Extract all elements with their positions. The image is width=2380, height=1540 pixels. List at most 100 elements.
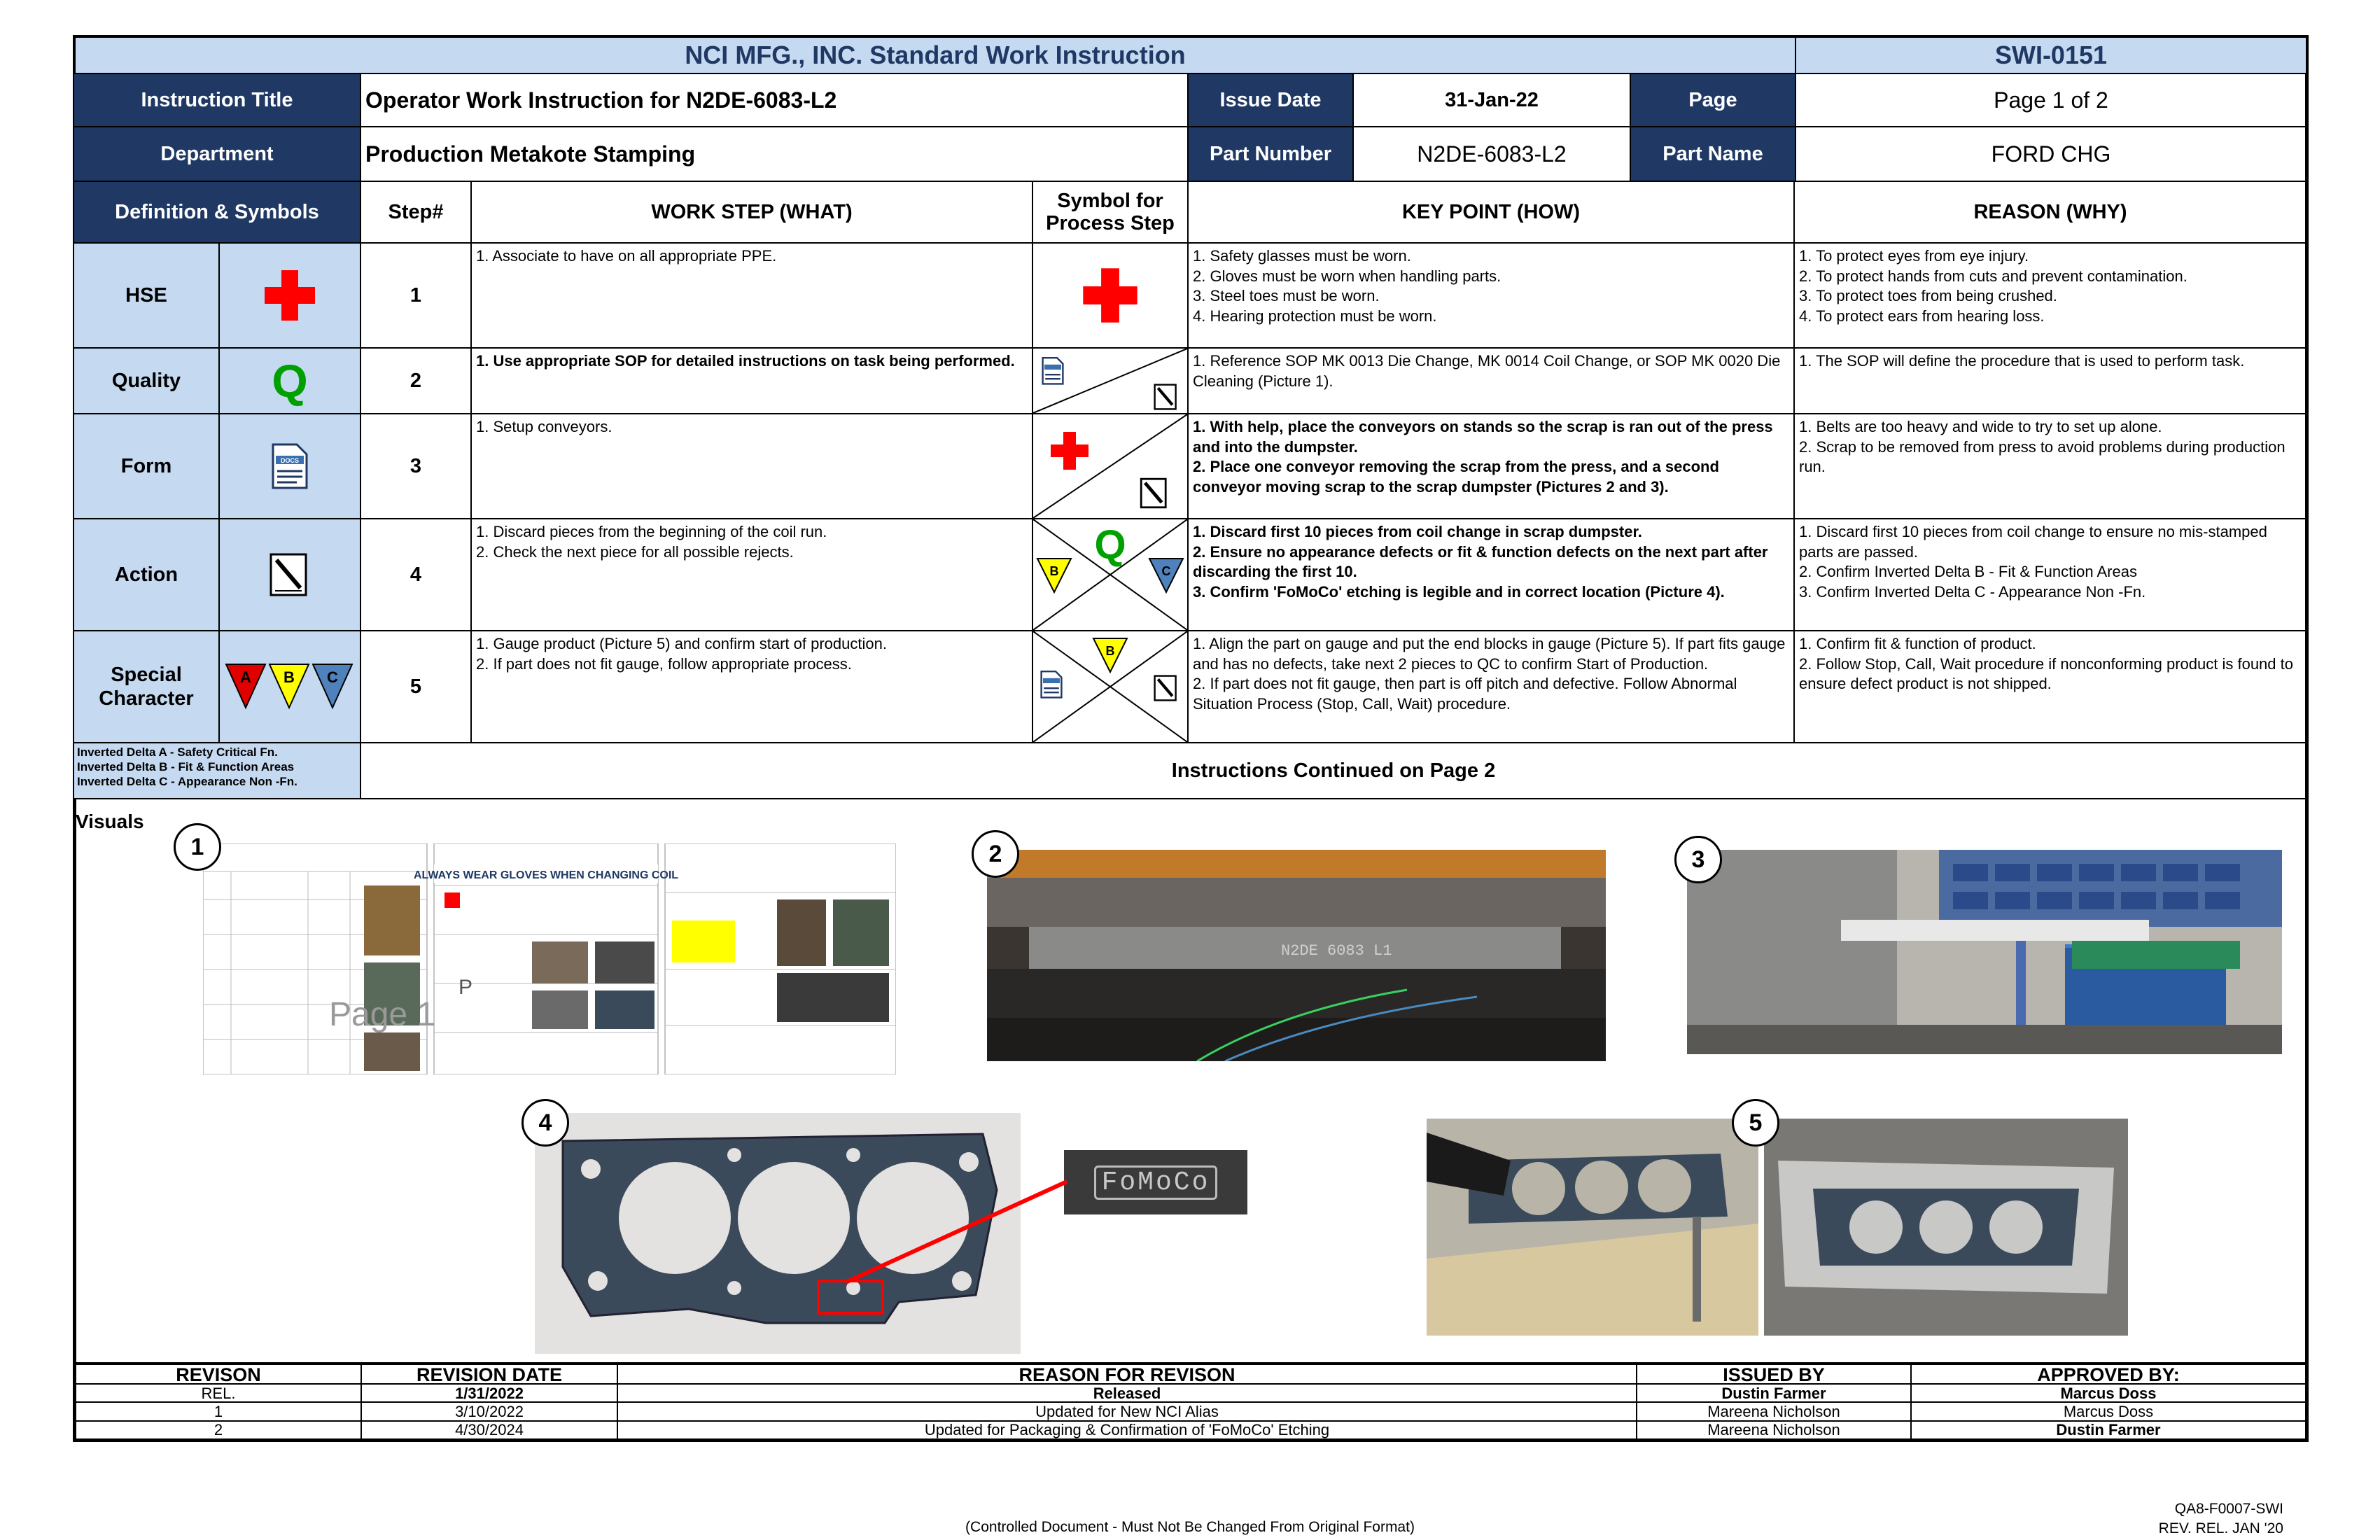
hse-action-split-icon — [1033, 414, 1187, 518]
step-number: 1 — [360, 242, 472, 349]
docs-delta-action-split-icon: B — [1033, 631, 1187, 742]
picture-5-gauge-a — [1427, 1119, 1758, 1336]
reason-text: 1. Belts are too heavy and wide to try t… — [1793, 413, 2309, 519]
step-symbol: B — [1032, 630, 1189, 743]
department: Production Metakote Stamping — [360, 126, 1189, 182]
issued-by-cell: Mareena Nicholson — [1637, 1403, 1912, 1421]
revision-release: REV. REL. JAN '20 — [2158, 1520, 2283, 1536]
step-number: 2 — [360, 347, 472, 414]
step-number: 4 — [360, 518, 472, 631]
instruction-title-label: Instruction Title — [73, 73, 361, 127]
callout-arrow — [844, 1180, 1068, 1284]
issue-date-label: Issue Date — [1187, 73, 1354, 127]
step-symbol — [1032, 413, 1189, 519]
svg-text:Q: Q — [1094, 522, 1126, 568]
docs-file-icon: DOCS — [272, 443, 308, 489]
page-number: Page 1 of 2 — [1795, 73, 2309, 127]
issued-by-cell: Mareena Nicholson — [1637, 1421, 1912, 1438]
svg-text:B: B — [1106, 644, 1115, 658]
red-cross-icon — [265, 270, 315, 321]
work-step-text: 1. Use appropriate SOP for detailed inst… — [470, 347, 1033, 414]
svg-text:DOCS: DOCS — [281, 457, 299, 464]
picture-2-badge: 2 — [972, 830, 1019, 878]
quality-q-icon: Q — [272, 355, 308, 407]
part-name-label: Part Name — [1630, 126, 1796, 182]
picture-3-conveyor — [1687, 850, 2282, 1054]
reason-text: 1. Discard first 10 pieces from coil cha… — [1793, 518, 2309, 631]
picture-4-fomoco-etch: FoMoCo — [1064, 1150, 1247, 1214]
reason-header: REASON (WHY) — [1793, 181, 2309, 244]
legend: Inverted Delta A - Safety Critical Fn. I… — [73, 742, 361, 799]
svg-text:Page 1: Page 1 — [329, 996, 435, 1033]
picture-5-gauge-b — [1764, 1119, 2128, 1336]
work-step-header: WORK STEP (WHAT) — [470, 181, 1033, 244]
hse-label: HSE — [73, 242, 220, 349]
issued-by-header: ISSUED BY — [1637, 1364, 1912, 1385]
svg-text:P: P — [458, 976, 472, 999]
step-symbol: Q B C — [1032, 518, 1189, 631]
key-point-text: 1. Reference SOP MK 0013 Die Change, MK … — [1187, 347, 1795, 414]
picture-1-badge: 1 — [174, 823, 221, 871]
reason-cell: Released — [618, 1385, 1637, 1403]
part-name: FORD CHG — [1795, 126, 2309, 182]
key-point-header: KEY POINT (HOW) — [1187, 181, 1795, 244]
hse-symbol — [218, 242, 361, 349]
step-number: 3 — [360, 413, 472, 519]
fomoco-etch-text: FoMoCo — [1093, 1165, 1218, 1200]
press-image: N2DE 6083 L1 — [987, 850, 1606, 1061]
key-point-text: 1. Safety glasses must be worn. 2. Glove… — [1187, 242, 1795, 349]
part-number: N2DE-6083-L2 — [1352, 126, 1631, 182]
quality-label: Quality — [73, 347, 220, 414]
svg-text:B: B — [1050, 564, 1059, 578]
part-number-label: Part Number — [1187, 126, 1354, 182]
svg-text:ALWAYS WEAR GLOVES WHEN CHANGI: ALWAYS WEAR GLOVES WHEN CHANGING COIL — [414, 869, 678, 881]
gauge-hand-image — [1427, 1119, 1758, 1336]
inverted-delta-icons: A B C — [225, 664, 354, 710]
approved-by-header: APPROVED BY: — [2037, 1364, 2180, 1385]
picture-5-badge: 5 — [1732, 1099, 1779, 1147]
department-label: Department — [73, 126, 361, 182]
doc-number: SWI-0151 — [1795, 35, 2309, 74]
gauge-fixture-image — [1764, 1119, 2128, 1336]
red-cross-icon — [1083, 268, 1138, 323]
svg-text:N2DE 6083 L1: N2DE 6083 L1 — [1281, 942, 1392, 960]
revision-table: REVISON REVISION DATE REASON FOR REVISON… — [73, 1362, 2309, 1442]
work-step-text: 1. Gauge product (Picture 5) and confirm… — [470, 630, 1033, 743]
docs-action-split-icon — [1033, 349, 1187, 413]
approved-by-cell: Marcus Doss — [2060, 1385, 2157, 1402]
work-step-text: 1. Setup conveyors. — [470, 413, 1033, 519]
gasket-image — [535, 1113, 1021, 1354]
picture-3-badge: 3 — [1674, 836, 1722, 883]
svg-text:A: A — [240, 668, 251, 686]
special-character-label: Special Character — [73, 630, 220, 743]
form-label: Form — [73, 413, 220, 519]
approved-by-cell: Marcus Doss — [2063, 1403, 2154, 1420]
quality-delta-split-icon: Q B C — [1033, 519, 1187, 630]
quality-symbol: Q — [218, 347, 361, 414]
issued-by-cell: Dustin Farmer — [1637, 1385, 1912, 1403]
reason-cell: Updated for Packaging & Confirmation of … — [618, 1421, 1637, 1438]
special-character-symbol: A B C — [218, 630, 361, 743]
revision-date-cell: 4/30/2024 — [362, 1421, 618, 1438]
issue-date: 31-Jan-22 — [1352, 73, 1631, 127]
revision-date-header: REVISION DATE — [362, 1364, 618, 1385]
form-number: QA8-F0007-SWI — [2174, 1501, 2283, 1517]
definitions-header: Definition & Symbols — [73, 181, 361, 244]
revision-cell: REL. — [76, 1385, 362, 1403]
reason-cell: Updated for New NCI Alias — [618, 1403, 1637, 1421]
action-pen-icon — [270, 553, 307, 596]
action-symbol — [218, 518, 361, 631]
reason-text: 1. To protect eyes from eye injury. 2. T… — [1793, 242, 2309, 349]
picture-2-press: N2DE 6083 L1 — [987, 850, 1606, 1061]
work-step-text: 1. Discard pieces from the beginning of … — [470, 518, 1033, 631]
page-label: Page — [1630, 73, 1796, 127]
revision-cell: 2 — [76, 1421, 362, 1438]
picture-1-sop-pages: ALWAYS WEAR GLOVES WHEN CHANGING COIL Pa… — [203, 844, 896, 1074]
key-point-text: 1. Discard first 10 pieces from coil cha… — [1187, 518, 1795, 631]
continued-note: Instructions Continued on Page 2 — [360, 742, 2309, 799]
controlled-document-note: (Controlled Document - Must Not Be Chang… — [965, 1519, 1415, 1535]
revision-cell: 1 — [76, 1403, 362, 1421]
conveyor-image — [1687, 850, 2282, 1054]
revision-header: REVISON — [76, 1364, 362, 1385]
svg-text:C: C — [327, 668, 338, 686]
